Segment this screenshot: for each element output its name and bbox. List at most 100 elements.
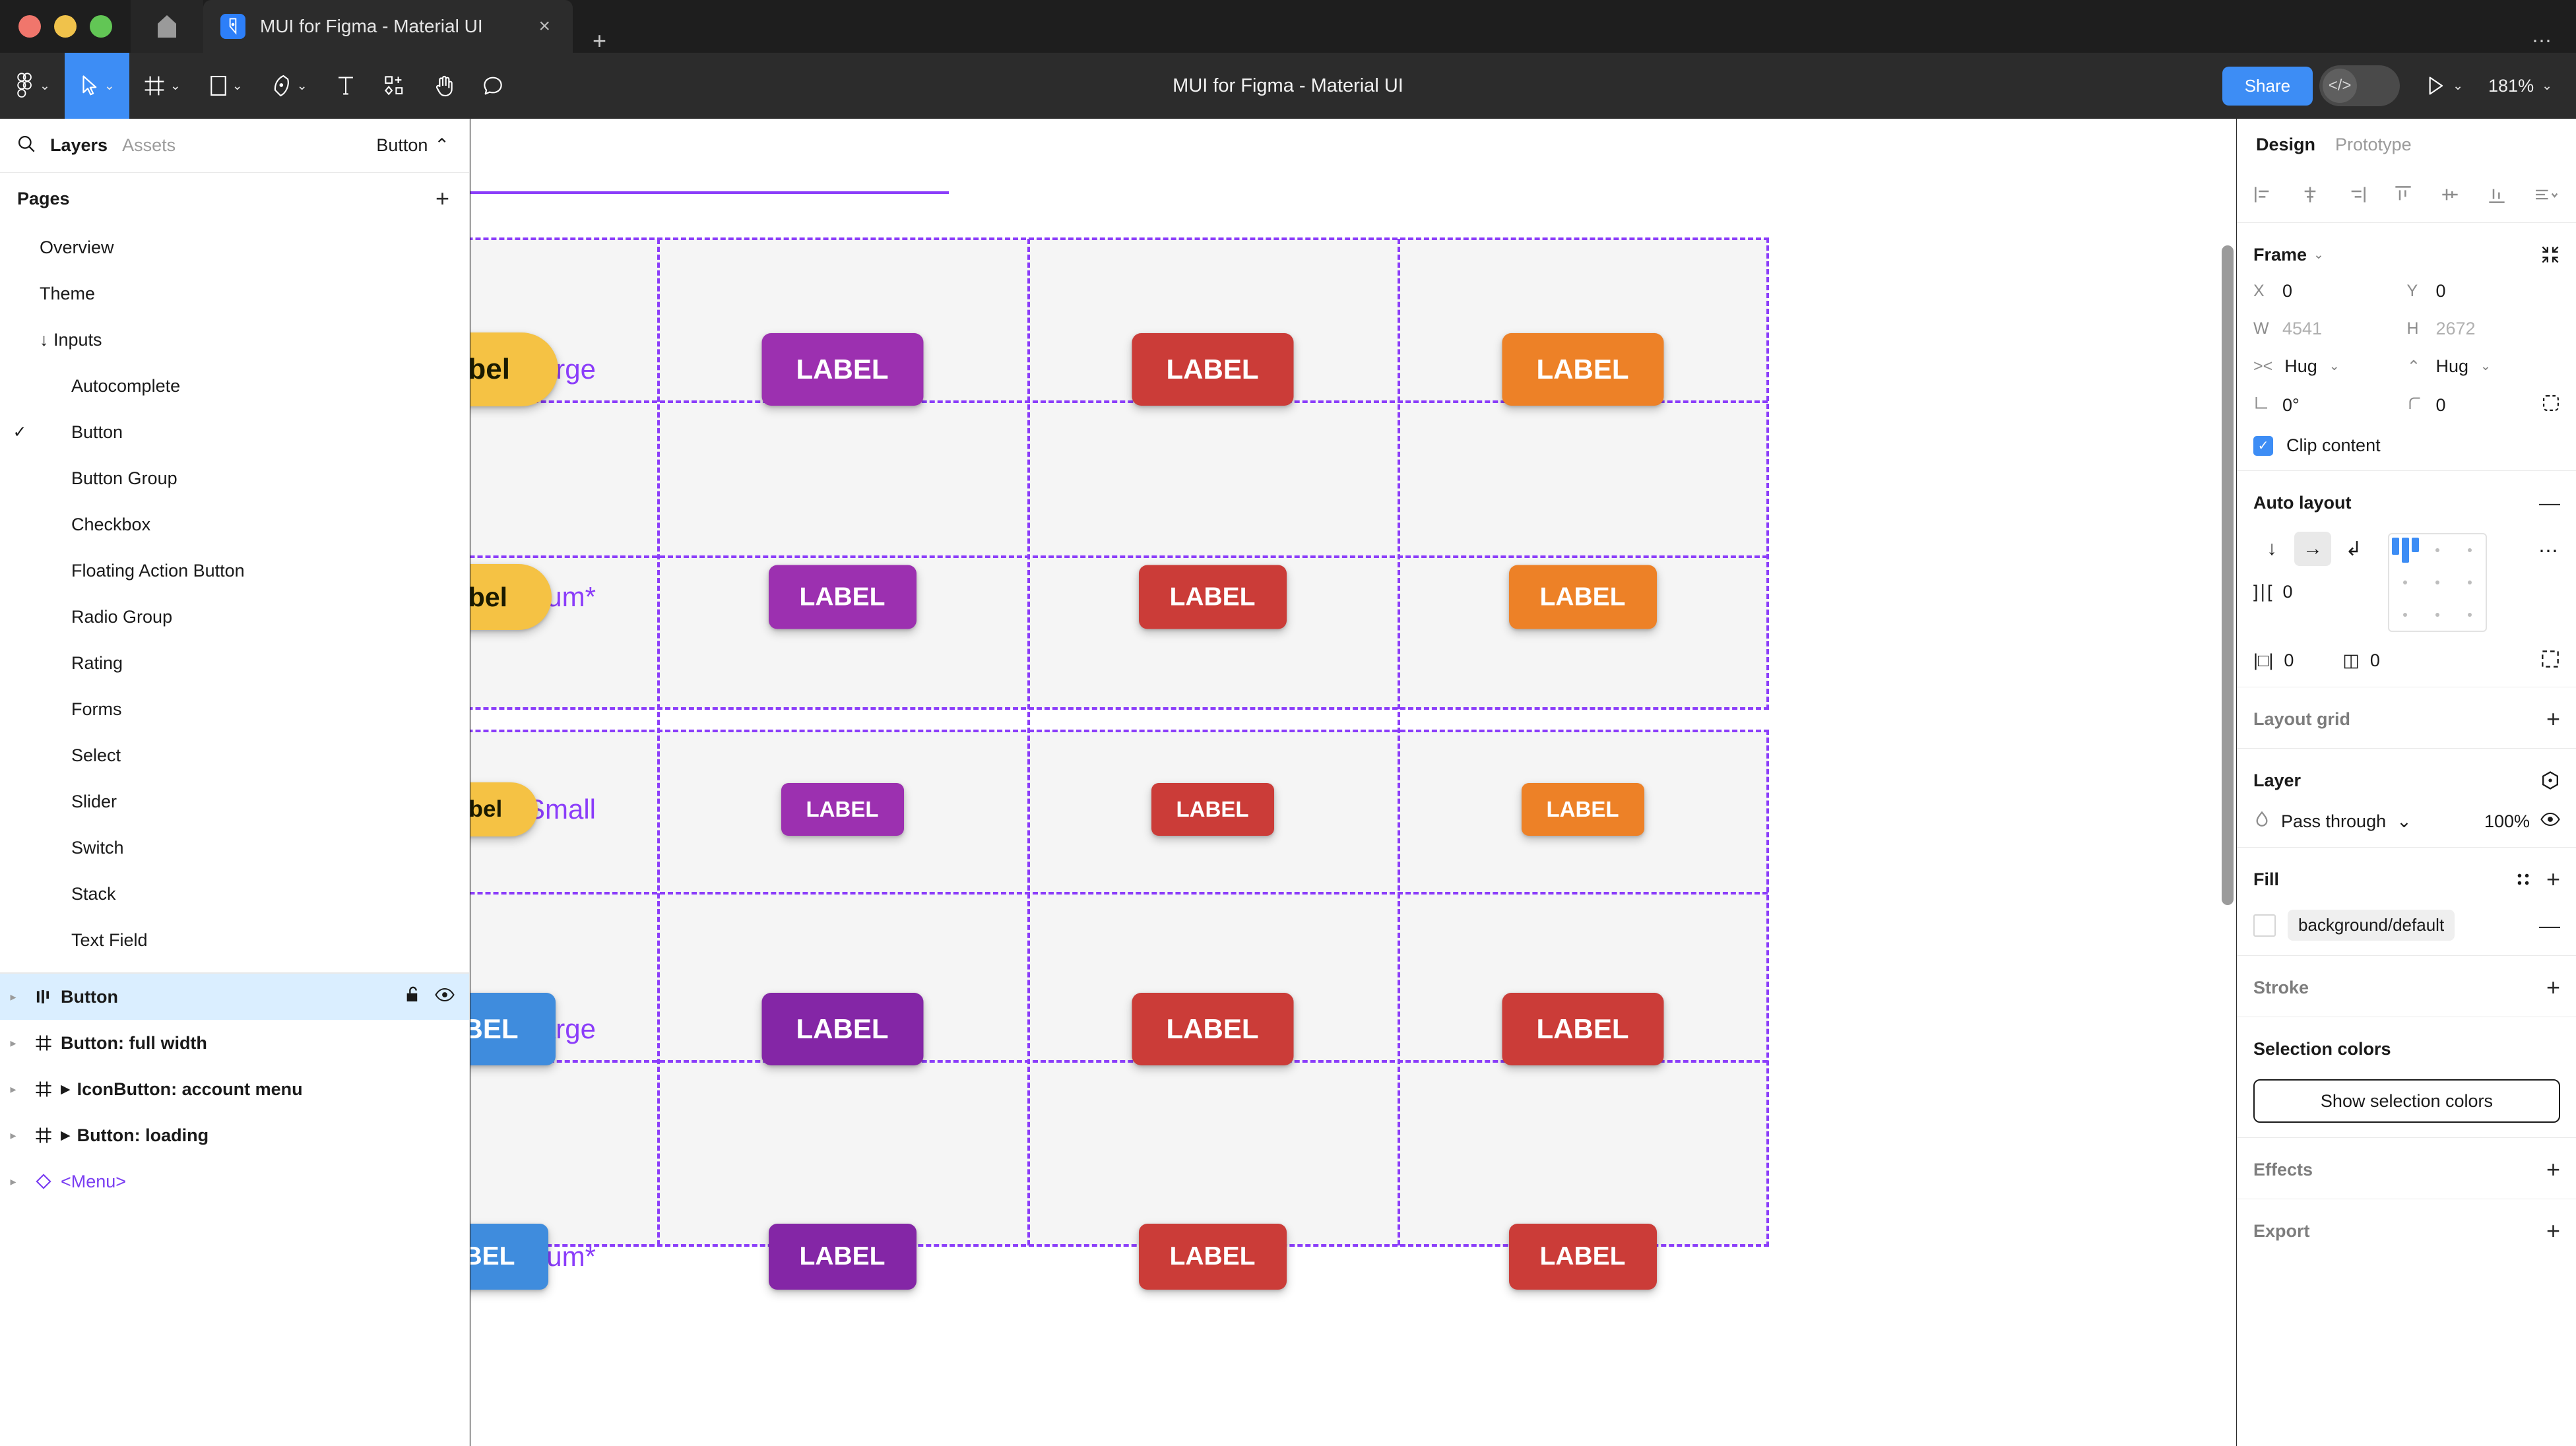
align-bottom-icon[interactable] <box>2487 185 2507 208</box>
mui-button[interactable]: Label <box>470 332 558 406</box>
mui-button[interactable]: LABEL <box>761 993 923 1065</box>
frame-y[interactable]: Y 0 <box>2407 281 2561 301</box>
horizontal-padding[interactable]: |□| 0 <box>2253 650 2294 671</box>
tab-prototype[interactable]: Prototype <box>2335 134 2412 154</box>
page-item-stack[interactable]: Stack <box>0 871 469 917</box>
resources-tool-icon[interactable] <box>370 53 420 119</box>
align-left-icon[interactable] <box>2253 185 2273 208</box>
page-item-autocomplete[interactable]: Autocomplete <box>0 363 469 409</box>
design-canvas[interactable]: Contained Primary*SecondaryErrorWarningL… <box>470 119 2236 1446</box>
auto-layout-spacing[interactable]: ]∣[ 0 <box>2253 582 2372 602</box>
disclosure-triangle-icon[interactable]: ▸ <box>10 990 16 1003</box>
page-item-overview[interactable]: Overview <box>0 224 469 270</box>
page-item-theme[interactable]: Theme <box>0 270 469 317</box>
mui-button[interactable]: LABEL <box>470 993 556 1065</box>
expand-caret-icon[interactable]: ▶ <box>61 1082 71 1096</box>
mui-button[interactable]: LABEL <box>470 1224 548 1290</box>
layer-annotation-icon[interactable] <box>2540 770 2560 790</box>
disclosure-triangle-icon[interactable]: ▸ <box>10 1082 16 1096</box>
add-layout-grid-button[interactable]: + <box>2546 705 2560 732</box>
page-item-text-field[interactable]: Text Field <box>0 917 469 963</box>
remove-fill-button[interactable]: — <box>2539 913 2560 937</box>
mui-button[interactable]: LABEL <box>1508 1224 1657 1290</box>
mui-button[interactable]: LABEL <box>1502 993 1663 1065</box>
show-selection-colors-button[interactable]: Show selection colors <box>2253 1079 2560 1123</box>
blend-mode-value[interactable]: Pass through <box>2281 811 2387 831</box>
tab-assets[interactable]: Assets <box>122 135 176 155</box>
page-item-forms[interactable]: Forms <box>0 686 469 732</box>
zoom-control[interactable]: 181% ⌄ <box>2479 76 2556 96</box>
align-horizontal-center-icon[interactable] <box>2300 185 2320 208</box>
mui-button[interactable]: LABEL <box>768 1224 917 1290</box>
close-tab-button[interactable]: × <box>538 15 550 37</box>
mui-button[interactable]: LABEL <box>761 333 923 406</box>
auto-layout-alignment-pad[interactable] <box>2388 533 2487 632</box>
home-button[interactable] <box>131 0 203 53</box>
remove-auto-layout-button[interactable]: — <box>2539 491 2560 515</box>
frame-corner-radius[interactable]: 0 <box>2407 394 2561 417</box>
frame-x[interactable]: X 0 <box>2253 281 2407 301</box>
layer-item-button-full-width[interactable]: ▸Button: full width <box>0 1020 469 1066</box>
page-item-button-group[interactable]: Button Group <box>0 455 469 501</box>
layer-item-iconbutton-account-menu[interactable]: ▸▶IconButton: account menu <box>0 1066 469 1112</box>
new-tab-button[interactable]: + <box>593 27 607 54</box>
layer-opacity-value[interactable]: 100% <box>2484 811 2530 831</box>
frame-hug-height[interactable]: ⌃ Hug ⌄ <box>2407 356 2561 377</box>
move-tool-icon[interactable]: ⌄ <box>64 53 129 119</box>
page-item-select[interactable]: Select <box>0 732 469 778</box>
share-button[interactable]: Share <box>2222 66 2313 106</box>
fill-color-swatch[interactable] <box>2253 914 2276 937</box>
align-top-icon[interactable] <box>2393 185 2413 208</box>
add-page-button[interactable]: + <box>435 185 449 212</box>
mui-button[interactable]: LABEL <box>1508 565 1657 629</box>
mui-button[interactable]: LABEL <box>1132 333 1293 406</box>
browser-menu-button[interactable]: ⋯ <box>2532 30 2554 52</box>
mui-button[interactable]: LABEL <box>1521 783 1644 836</box>
search-icon[interactable] <box>17 135 36 156</box>
vertical-padding[interactable]: ◫ 0 <box>2342 650 2380 671</box>
frame-rotation[interactable]: 0° <box>2253 394 2407 417</box>
auto-layout-more-button[interactable]: ⋯ <box>2538 540 2560 562</box>
visibility-eye-icon[interactable] <box>435 986 455 1008</box>
individual-padding-icon[interactable] <box>2540 649 2560 672</box>
mui-button[interactable]: LABEL <box>1138 565 1287 629</box>
align-right-icon[interactable] <box>2347 185 2367 208</box>
disclosure-triangle-icon[interactable]: ▸ <box>10 1036 16 1050</box>
layer-item-menu[interactable]: ▸<Menu> <box>0 1158 469 1205</box>
add-export-button[interactable]: + <box>2546 1217 2560 1244</box>
tab-layers[interactable]: Layers <box>50 135 108 155</box>
comment-tool-icon[interactable] <box>468 53 517 119</box>
dev-mode-toggle[interactable]: </> <box>2319 65 2400 106</box>
layout-direction-horizontal-icon[interactable]: → <box>2294 532 2331 566</box>
layer-item-button-loading[interactable]: ▸▶Button: loading <box>0 1112 469 1158</box>
fill-token-chip[interactable]: background/default <box>2288 910 2455 941</box>
visibility-eye-icon[interactable] <box>2540 811 2560 833</box>
page-item-checkbox[interactable]: Checkbox <box>0 501 469 548</box>
browser-tab[interactable]: MUI for Figma - Material UI × <box>203 0 573 53</box>
shape-tool-icon[interactable]: ⌄ <box>195 53 257 119</box>
add-effect-button[interactable]: + <box>2546 1156 2560 1183</box>
frame-width[interactable]: W 4541 <box>2253 319 2407 339</box>
page-item-slider[interactable]: Slider <box>0 778 469 825</box>
present-button[interactable]: ⌄ <box>2406 76 2472 96</box>
tab-design[interactable]: Design <box>2256 134 2316 154</box>
text-tool-icon[interactable] <box>322 53 370 119</box>
add-stroke-button[interactable]: + <box>2546 974 2560 1001</box>
figma-menu-icon[interactable]: ⌄ <box>0 53 65 119</box>
fill-styles-icon[interactable] <box>2515 871 2532 888</box>
mui-button[interactable]: LABEL <box>1132 993 1293 1065</box>
independent-corners-icon[interactable] <box>2542 394 2560 417</box>
page-item-floating-action-button[interactable]: Floating Action Button <box>0 548 469 594</box>
layer-item-button[interactable]: ▸Button <box>0 974 469 1020</box>
page-selector[interactable]: Button ⌃ <box>376 135 449 156</box>
layout-wrap-icon[interactable]: ↲ <box>2345 538 2362 560</box>
mui-button[interactable]: LABEL <box>1502 333 1663 406</box>
align-vertical-center-icon[interactable] <box>2440 185 2460 208</box>
minimize-window-button[interactable] <box>54 15 77 38</box>
frame-tool-icon[interactable]: ⌄ <box>129 53 195 119</box>
page-item-button[interactable]: ✓Button <box>0 409 469 455</box>
page-item-radio-group[interactable]: Radio Group <box>0 594 469 640</box>
mui-button[interactable]: Label <box>470 782 538 836</box>
pen-tool-icon[interactable]: ⌄ <box>257 53 322 119</box>
mui-button[interactable]: LABEL <box>768 565 917 629</box>
